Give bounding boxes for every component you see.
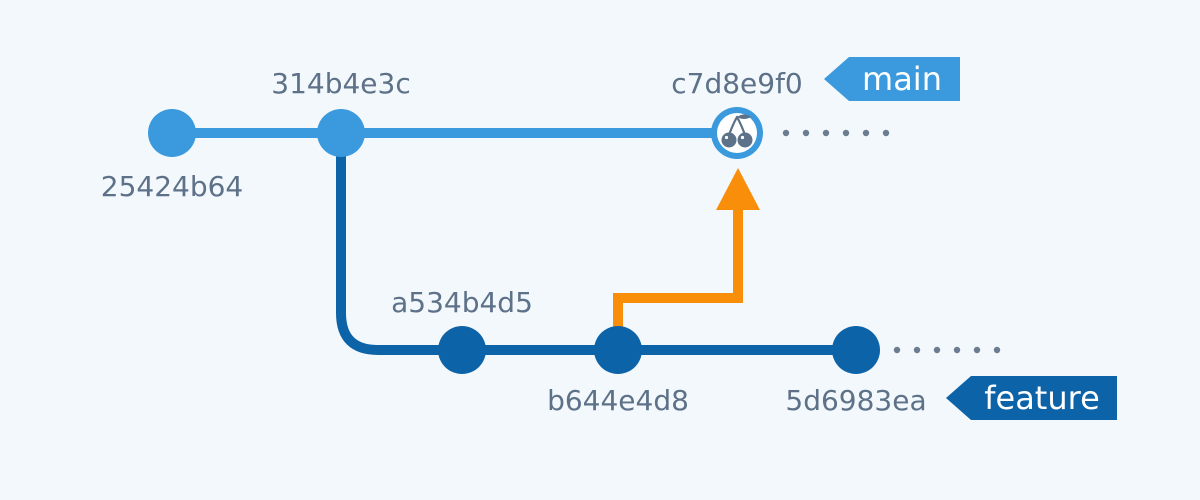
commit-node-25424b64[interactable] <box>148 109 196 157</box>
commit-node-5d6983ea[interactable] <box>832 326 880 374</box>
commit-hash-a534b4d5: a534b4d5 <box>391 286 533 319</box>
commit-hash-c7d8e9f0: c7d8e9f0 <box>671 67 803 100</box>
cherry-pick-arrow-head <box>716 168 760 210</box>
main-branch-continuation-dots <box>782 129 890 137</box>
branch-tag-main-label: main <box>862 60 942 98</box>
commit-node-314b4e3c[interactable] <box>317 109 365 157</box>
commit-hash-b644e4d8: b644e4d8 <box>547 384 689 417</box>
branch-tag-feature-label: feature <box>984 379 1100 417</box>
branch-tag-main[interactable]: main <box>824 57 960 101</box>
commit-node-a534b4d5[interactable] <box>438 326 486 374</box>
cherry-icon <box>721 114 753 148</box>
commit-hash-25424b64: 25424b64 <box>101 170 243 203</box>
branch-tag-feature[interactable]: feature <box>946 376 1117 420</box>
commit-hash-314b4e3c: 314b4e3c <box>271 67 410 100</box>
feature-branch-continuation-dots <box>893 346 1001 354</box>
commit-node-c7d8e9f0[interactable] <box>711 107 763 159</box>
commit-node-b644e4d8[interactable] <box>594 326 642 374</box>
cherry-pick-arrow-line <box>613 207 743 328</box>
feature-branch-line <box>336 145 861 355</box>
commit-hash-5d6983ea: 5d6983ea <box>785 384 926 417</box>
